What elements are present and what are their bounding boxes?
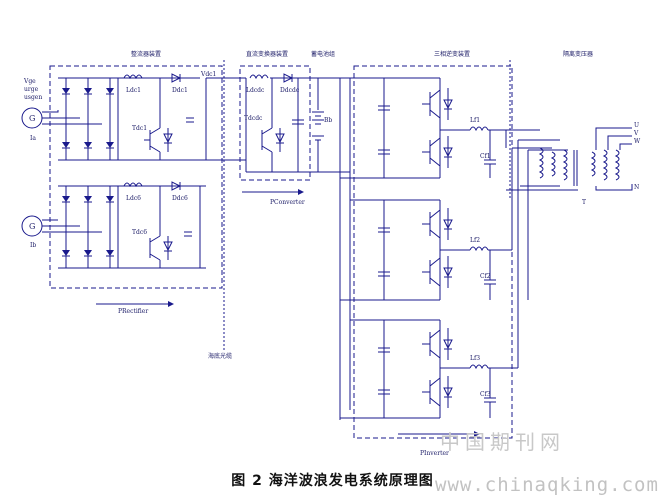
bridge-diode-icon [62, 250, 70, 256]
label-ddc1: Ddc1 [172, 87, 188, 94]
gen1-label-c: usgen [24, 94, 42, 101]
igbt-icon [429, 329, 441, 339]
watermark-cn: 中国期刊网 [440, 430, 565, 454]
rectifier-1: Ldc1 Ddc1 Vdc1 Tdc1 [58, 71, 216, 161]
output-u: U [634, 122, 639, 129]
label-ddc6: Ddc6 [172, 195, 188, 202]
bridge-diode-icon [62, 142, 70, 148]
igbt-icon [429, 277, 441, 287]
generator-2: G Ib [21, 215, 102, 249]
output-n: N [634, 184, 639, 191]
label-ldc6: Ldc6 [126, 195, 141, 202]
isolation-transformer: T [506, 127, 633, 300]
generator-1: Vge urge usgen G Ia [21, 78, 102, 142]
bridge-diode-icon [84, 250, 92, 256]
section-title-dcdc: 直流变换器装置 [246, 50, 288, 58]
output-v: V [633, 130, 639, 137]
label-ldcdc: Ldcdc [246, 87, 265, 94]
bridge-diode-icon [106, 88, 114, 94]
igbt-icon [429, 229, 441, 239]
label-pconverter: PConverter [270, 199, 305, 206]
rectifier-enclosure [49, 65, 223, 289]
section-title-rectifier: 整流器装置 [131, 50, 161, 58]
power-flow-rectifier: PRectifier [96, 301, 174, 315]
bridge-diode-icon [106, 196, 114, 202]
label-vdc1: Vdc1 [200, 71, 216, 78]
battery-bank: Bb [298, 77, 340, 172]
rectifier-bridges [62, 78, 114, 268]
igbt-icon [429, 349, 441, 359]
dcdc-converter: Ldcdc Ddcdc Tdcdc [244, 73, 318, 173]
igbt-icon [429, 137, 441, 147]
igbt-icon [429, 377, 441, 387]
inverter-enclosure [353, 65, 513, 439]
filter-capacitor-label: Cf2 [480, 273, 491, 280]
output-w: W [634, 138, 641, 145]
label-battery: Bb [324, 117, 332, 124]
igbt-icon [429, 89, 441, 99]
switch-tdc1 [144, 127, 173, 153]
igbt-icon [429, 397, 441, 407]
diode-ddc6 [171, 181, 182, 191]
gen2-label-bottom: Ib [30, 242, 36, 249]
section-title-battery: 蓄电池组 [311, 50, 335, 58]
rectifier-2: Ldc6 Ddc6 Tdc6 [58, 181, 206, 269]
igbt-icon [429, 257, 441, 267]
filter-inductor [469, 246, 489, 252]
igbt-icon [429, 109, 441, 119]
label-tdcdc: Tdcdc [244, 115, 263, 122]
watermark-url: www.chinaqking.com [435, 474, 659, 496]
inductor-ldc1 [123, 74, 143, 80]
gen1-label-a: Vge [23, 78, 36, 85]
filter-capacitor-label: Cf3 [480, 391, 491, 398]
bridge-diode-icon [84, 196, 92, 202]
igbt-icon [429, 157, 441, 167]
bridge-diode-icon [106, 250, 114, 256]
filter-inductor-label: Lf2 [470, 237, 480, 244]
diode-ddc1 [171, 73, 182, 83]
label-pinverter: PInverter [420, 450, 449, 457]
bridge-diode-icon [84, 142, 92, 148]
gen1-label-b: urge [24, 86, 39, 93]
label-subsea-cable: 海底光缆 [208, 352, 232, 360]
label-tdc1: Tdc1 [132, 125, 147, 132]
bridge-diode-icon [106, 142, 114, 148]
filter-inductor [469, 126, 489, 132]
inductor-ldcdc [249, 74, 269, 80]
figure-caption: 图 2 海洋波浪发电系统原理图 [231, 473, 434, 489]
bridge-diode-icon [84, 88, 92, 94]
filter-inductor [469, 364, 489, 370]
power-flow-converter: PConverter [242, 189, 305, 206]
igbt-icon [429, 209, 441, 219]
dcdc-enclosure [239, 65, 311, 181]
switch-tdc6 [149, 235, 173, 261]
gen2-symbol: G [29, 222, 35, 231]
filter-inductor-label: Lf1 [470, 117, 480, 124]
switch-tdcdc [261, 127, 285, 153]
gen1-symbol: G [29, 114, 35, 123]
section-title-inverter: 三相逆变装置 [434, 50, 470, 58]
label-tdc6: Tdc6 [132, 229, 147, 236]
label-ddcdc: Ddcdc [280, 87, 300, 94]
filter-inductor-label: Lf3 [470, 355, 480, 362]
filter-capacitor-label: Cf1 [480, 153, 491, 160]
bridge-diode-icon [62, 196, 70, 202]
power-flow-inverter: PInverter [398, 431, 480, 457]
gen1-label-bottom: Ia [30, 135, 36, 142]
section-title-transformer: 隔离变压器 [563, 50, 593, 58]
label-transformer: T [582, 199, 586, 206]
bridge-diode-icon [62, 88, 70, 94]
label-ldc1: Ldc1 [126, 87, 141, 94]
inductor-ldc6 [123, 182, 143, 188]
label-prectifier: PRectifier [118, 308, 148, 315]
